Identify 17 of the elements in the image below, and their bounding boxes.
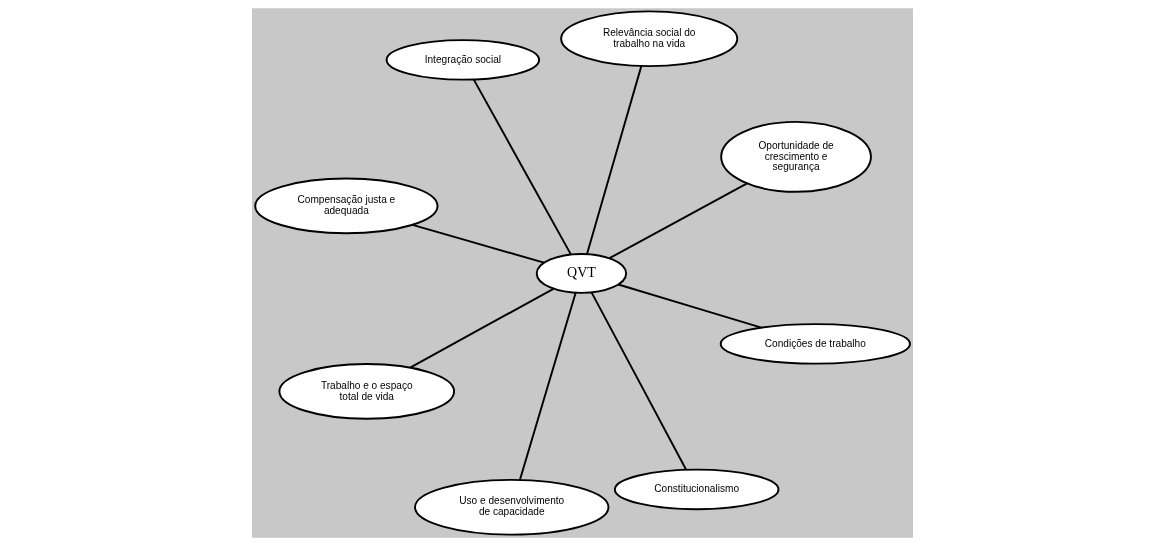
- node-ellipse: Compensação justa e adequada: [254, 177, 439, 235]
- connector: [472, 78, 572, 256]
- node-ellipse: QVT: [535, 253, 628, 294]
- node-ellipse: Uso e desenvolvimento de capacidade: [414, 478, 610, 536]
- node-ellipse: Condições de trabalho: [719, 323, 911, 365]
- node-ellipse: Constitucionalismo: [613, 468, 780, 511]
- connector: [608, 182, 749, 260]
- node-ellipse: Oportunidade de crescimento e segurança: [720, 120, 872, 193]
- connector: [409, 287, 555, 369]
- node-ellipse: Trabalho e o espaço total de vida: [278, 363, 456, 420]
- connector: [411, 223, 545, 264]
- connector: [617, 283, 763, 329]
- connector: [519, 291, 577, 481]
- node-ellipse: Integração social: [385, 39, 541, 81]
- node-ellipse: Relevância social do trabalho na vida: [560, 10, 739, 68]
- connector: [586, 65, 643, 255]
- connector: [590, 291, 687, 471]
